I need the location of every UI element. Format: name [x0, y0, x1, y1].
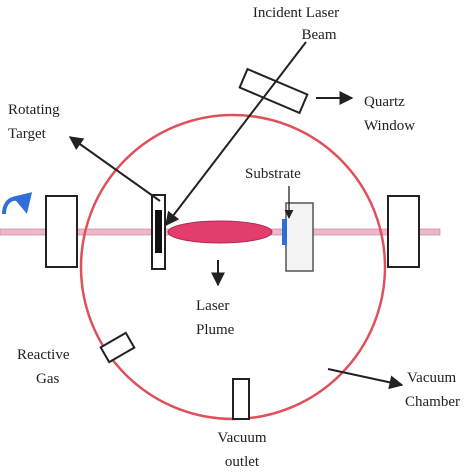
left-port — [45, 195, 78, 268]
reactive-gas-label-line1: Reactive — [17, 347, 70, 363]
substrate-label: Substrate — [245, 166, 301, 182]
incident-laser-beam-label-line1: Incident Laser — [253, 5, 339, 21]
rotating-target-arrow — [68, 136, 161, 202]
vacuum-chamber-label-line1: Vacuum — [407, 370, 456, 386]
rotating-target-core — [155, 210, 162, 253]
vacuum-chamber-arrow — [327, 368, 404, 390]
vacuum-chamber-circle — [79, 113, 387, 421]
vacuum-outlet-label-line2: outlet — [225, 454, 260, 470]
curved-arrow-icon — [2, 192, 33, 215]
substrate-film — [282, 219, 287, 245]
laser-plume-label-line2: Plume — [196, 322, 235, 338]
laser-plume — [167, 220, 273, 244]
vacuum-outlet-label-line1: Vacuum — [217, 430, 266, 446]
reactive-gas-label-line2: Gas — [36, 371, 59, 387]
quartz-window-label-line1: Quartz — [364, 94, 405, 110]
incident-laser-beam-label-line2: Beam — [302, 27, 337, 43]
laser-plume-label-line1: Laser — [196, 298, 229, 314]
rotating-target-label-line1: Rotating — [8, 102, 60, 118]
quartz-window — [238, 67, 309, 115]
rotating-target-label-line2: Target — [8, 126, 47, 142]
right-port — [387, 195, 420, 268]
vacuum-chamber-label-line2: Chamber — [405, 394, 460, 410]
incident-laser-beam — [165, 41, 307, 227]
quartz-window-label-line2: Window — [364, 118, 415, 134]
vacuum-outlet-port — [232, 378, 250, 420]
substrate-holder — [285, 202, 314, 272]
reactive-gas-inlet — [99, 331, 136, 364]
